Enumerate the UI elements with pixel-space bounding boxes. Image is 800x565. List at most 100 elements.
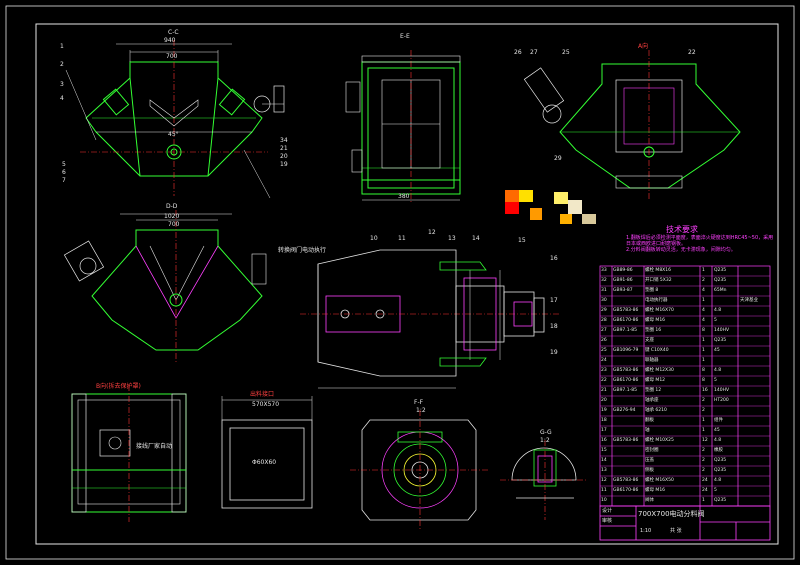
label-port-inner: Φ60X60 — [252, 459, 277, 466]
pixel-block — [505, 190, 519, 202]
bom-cell-note: 天津基业 — [740, 298, 758, 303]
bom-cell-qty: 4 — [702, 288, 705, 293]
bom-cell-name: 垫圈 16 — [645, 328, 662, 333]
bom-cell-no: 19 — [601, 408, 607, 413]
callout-11: 11 — [398, 235, 406, 242]
bom-cell-no: 15 — [601, 448, 607, 453]
bom-cell-no: 25 — [601, 348, 607, 353]
bom-cell-mat: Q235 — [714, 468, 727, 473]
bom-cell-no: 21 — [601, 388, 607, 393]
bom-cell-name: 螺栓 M10X25 — [645, 438, 674, 443]
bom-cell-no: 14 — [601, 458, 607, 463]
label-section-c: C-C — [168, 29, 179, 36]
bom-cell-code: GB97.1-85 — [613, 388, 637, 393]
bom-cell-name: 联轴器 — [645, 358, 659, 363]
bom-cell-name: 侧板 — [645, 468, 654, 473]
bom-cell-code: GB6170-86 — [613, 488, 639, 493]
bom-cell-qty: 24 — [702, 478, 708, 483]
label-port-top: 出料接口 — [250, 391, 275, 398]
dim-940: 940 — [164, 37, 176, 44]
bom-cell-name: 轴承座 — [645, 398, 659, 403]
bom-cell-qty: 1 — [702, 298, 705, 303]
bom-cell-name: 密封圈 — [645, 448, 659, 453]
bom-cell-qty: 2 — [702, 468, 705, 473]
bom-cell-no: 26 — [601, 338, 607, 343]
dim-700: 700 — [166, 53, 178, 60]
bom-cell-mat: Q235 — [714, 278, 727, 283]
label-section-f: F-F — [414, 399, 424, 406]
bom-cell-no: 30 — [601, 298, 607, 303]
bom-cell-name: 螺栓 M12X30 — [645, 368, 674, 373]
pixel-block — [582, 214, 596, 224]
dim-380: 380 — [398, 193, 410, 200]
bom-cell-mat: 45 — [714, 428, 720, 433]
bom-cell-no: 31 — [601, 288, 607, 293]
view-a — [523, 50, 741, 200]
label-scale-g: 1:2 — [540, 437, 550, 444]
bom-cell-qty: 8 — [702, 368, 705, 373]
bom-cell-name: 轴 — [645, 428, 650, 433]
bom-cell-mat: Q235 — [714, 268, 727, 273]
bom-cell-mat: Q235 — [714, 458, 727, 463]
bom-cell-mat: 140HV — [714, 388, 730, 393]
bom-cell-mat: 4.8 — [714, 478, 722, 483]
callout-6: 6 — [62, 169, 66, 176]
callout-3: 3 — [60, 81, 64, 88]
bom-cell-mat: 组件 — [714, 418, 723, 423]
callout-22: 22 — [688, 49, 696, 56]
callout-16: 16 — [550, 255, 558, 262]
label-gear-motor-b: 接线厂家自动 — [136, 443, 173, 450]
callout-5: 5 — [62, 161, 66, 168]
title-scale: 1:10 — [640, 528, 652, 534]
callout-15: 15 — [518, 237, 526, 244]
bom-cell-mat: 5 — [714, 378, 717, 383]
bom-cell-qty: 1 — [702, 428, 705, 433]
bom-cell-name: 螺栓 M16X70 — [645, 308, 674, 313]
callout-4: 4 — [60, 95, 64, 102]
pixel-block — [568, 200, 582, 214]
bom-cell-mat: Q235 — [714, 338, 727, 343]
bom-cell-name: 垫圈 8 — [645, 288, 659, 293]
bom-cell-qty: 4 — [702, 308, 705, 313]
bom-cell-no: 13 — [601, 468, 607, 473]
bom-cell-code: GB91-86 — [613, 278, 633, 283]
tech-notes: 1.翻板焊后必须检测平面度，表面淬火硬度达到HRC45~50，采用日本或西欧进口… — [626, 235, 774, 253]
view-b — [71, 385, 187, 522]
dim-45: 45° — [168, 131, 179, 138]
bom-cell-code: GB89-86 — [613, 268, 633, 273]
label-section-g: G-G — [540, 429, 552, 436]
bom-cell-name: 键 C10X40 — [645, 348, 669, 353]
bom-cell-no: 28 — [601, 318, 607, 323]
bom-cell-qty: 2 — [702, 458, 705, 463]
view-section-d — [63, 210, 267, 362]
bom-cell-mat: HT200 — [714, 398, 729, 403]
pixel-block — [554, 192, 568, 204]
pixel-block — [505, 202, 519, 214]
callout-26: 26 — [514, 49, 522, 56]
bom-cell-qty: 12 — [702, 438, 708, 443]
callout-20: 20 — [280, 153, 288, 160]
bom-cell-qty: 2 — [702, 398, 705, 403]
tech-requirements-title: 技术要求 — [666, 225, 698, 234]
callout-25: 25 — [562, 49, 570, 56]
bom-cell-no: 22 — [601, 378, 607, 383]
bom-cell-no: 17 — [601, 428, 607, 433]
callout-12: 12 — [428, 229, 436, 236]
label-gear-motor: 转换阀门电动执行 — [278, 247, 327, 254]
bom-cell-no: 20 — [601, 398, 607, 403]
bom-cell-mat: 140HV — [714, 328, 730, 333]
callout-2: 2 — [60, 61, 64, 68]
